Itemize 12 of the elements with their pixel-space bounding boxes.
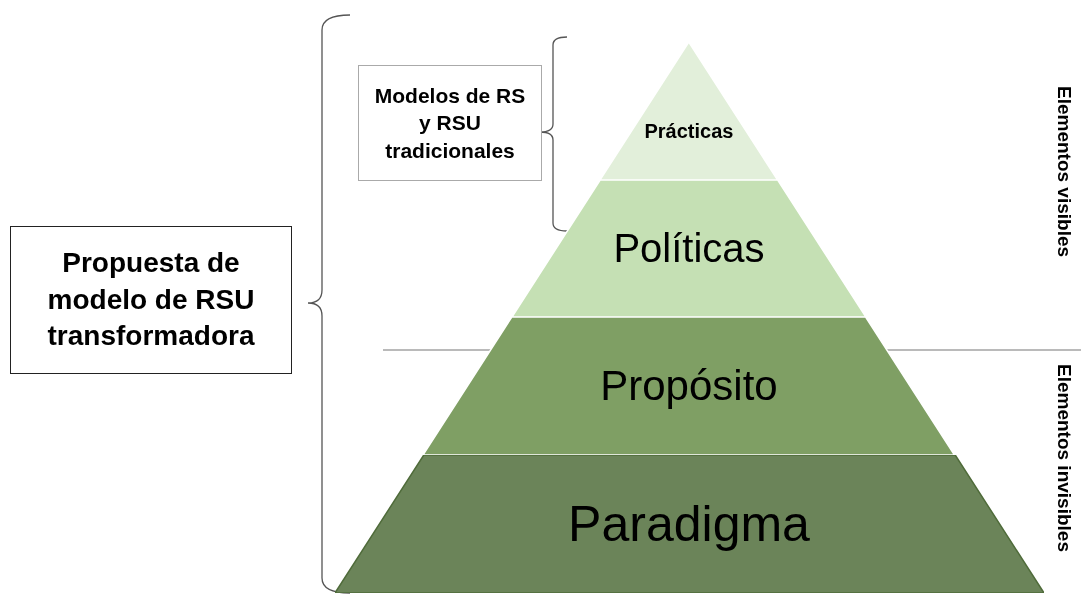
pyramid-level bbox=[423, 317, 955, 455]
level-label: Políticas bbox=[613, 226, 765, 271]
pyramid-level bbox=[334, 455, 1044, 593]
level-label: Paradigma bbox=[568, 495, 810, 553]
side-label: Elementos invisibles bbox=[1053, 364, 1075, 552]
text-box: Modelos de RS y RSU tradicionales bbox=[358, 65, 542, 181]
pyramid-top-triangle bbox=[600, 42, 778, 180]
level-label: Prácticas bbox=[644, 119, 734, 143]
level-label: Propósito bbox=[600, 362, 778, 410]
side-label: Elementos visibles bbox=[1053, 86, 1075, 258]
pyramid-level bbox=[512, 180, 866, 317]
text-box: Propuesta de modelo de RSU transformadora bbox=[10, 226, 292, 374]
